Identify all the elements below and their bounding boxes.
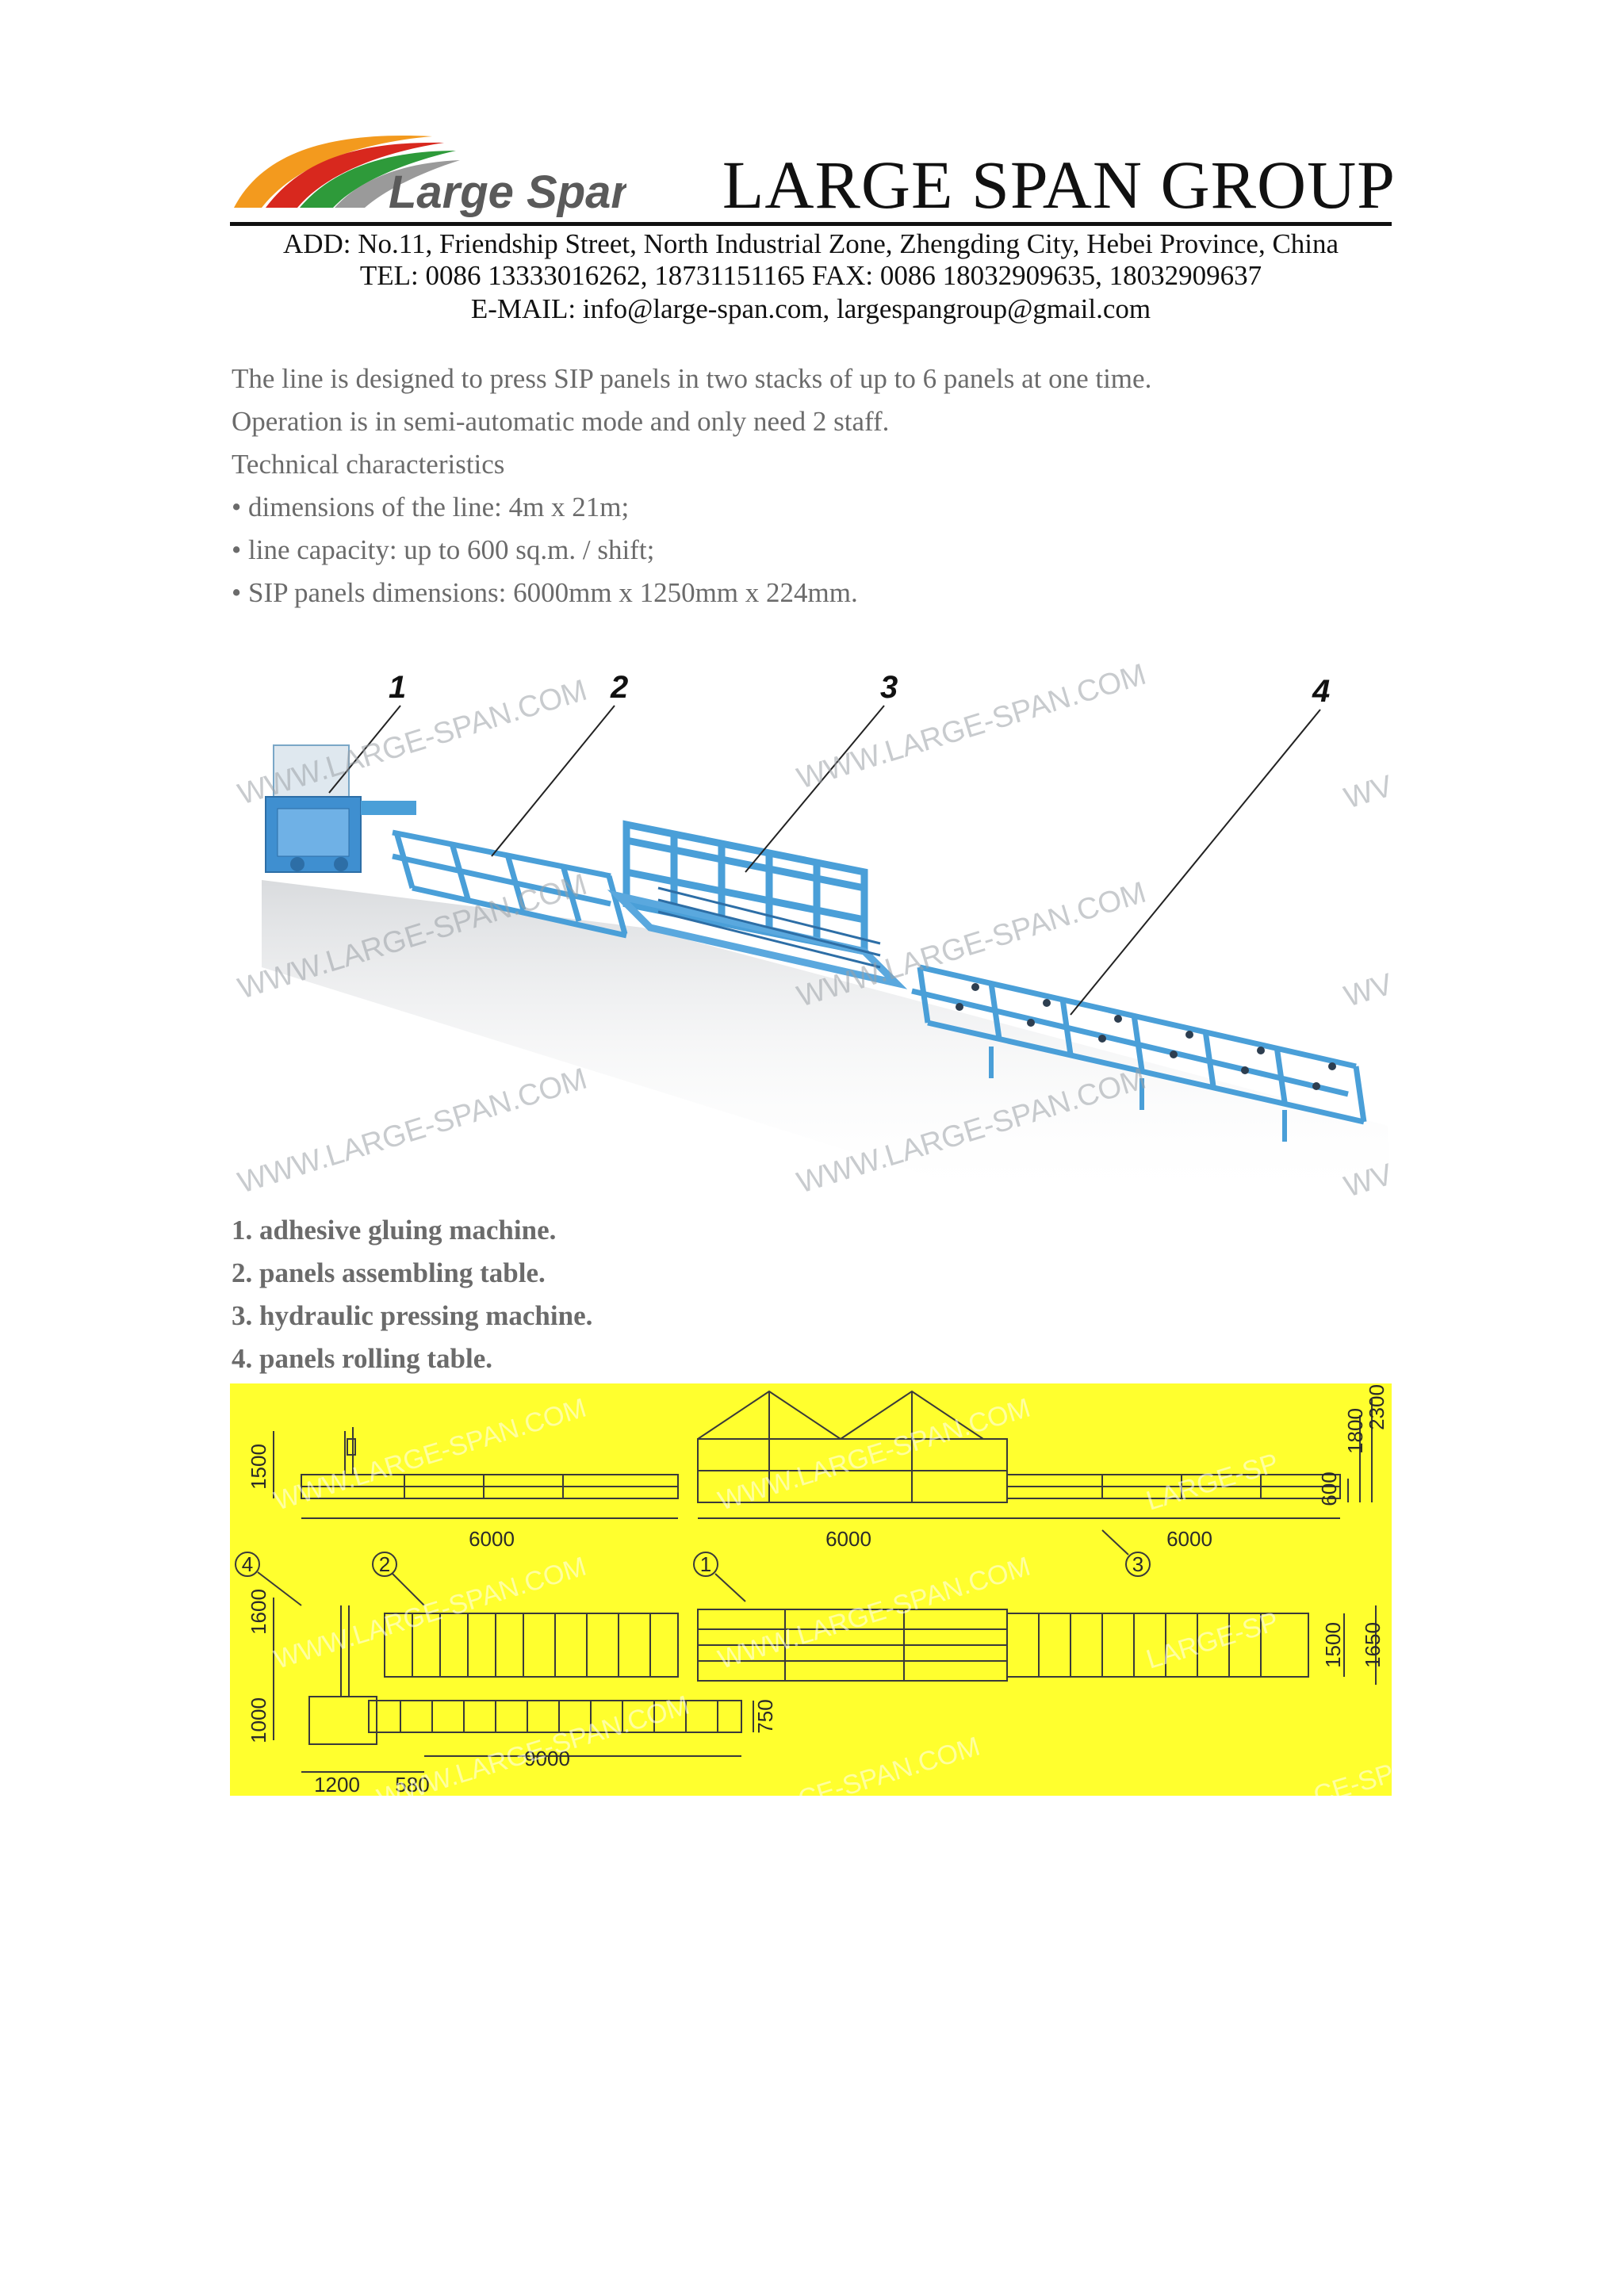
dim-1800: 1800: [1343, 1408, 1367, 1454]
intro-line-1: The line is designed to press SIP panels…: [232, 363, 1152, 394]
drawing-watermark: WWW.LARGE-SPAN.COM: [714, 1393, 1033, 1517]
spec-bullet-2: • line capacity: up to 600 sq.m. / shift…: [232, 534, 655, 565]
elevation-gluing-machine: [344, 1427, 354, 1475]
plan-rolling-table: [1006, 1613, 1309, 1678]
dim-600: 600: [1317, 1471, 1341, 1506]
render-watermark-partial: WV: [1340, 769, 1392, 815]
dim-750: 750: [753, 1699, 777, 1733]
dim-9000: 9000: [524, 1747, 570, 1770]
dim-1650: 1650: [1361, 1622, 1385, 1668]
dim-580: 580: [395, 1773, 429, 1796]
intro-line-3: Technical characteristics: [232, 449, 505, 480]
layout-drawing: 4 2 1 3 6000 6000 6000 9000 1200 580 150…: [230, 1383, 1392, 1796]
press-mesh: [657, 886, 881, 969]
dim-6000-a: 6000: [469, 1527, 515, 1551]
callout-4: 4: [1312, 674, 1330, 709]
render-watermark-partial: WV: [1340, 967, 1392, 1013]
plan-gluing-machine: [308, 1696, 377, 1745]
address-line: ADD: No.11, Friendship Street, North Ind…: [282, 228, 1339, 259]
rolling-table-rollers: [956, 983, 1336, 1090]
gluing-machine: [265, 744, 416, 873]
marker-3: 3: [1132, 1552, 1143, 1576]
drawing-watermark-tail-2: -CE-SPAN.COM: [786, 1732, 983, 1796]
dim-1500-left: 1500: [247, 1444, 270, 1490]
render-watermark: WWW.LARGE-SPAN.COM: [793, 658, 1150, 796]
logo-text: Large Span: [389, 166, 626, 218]
intro-line-2: Operation is in semi-automatic mode and …: [232, 406, 890, 437]
legend-item-4: 4. panels rolling table.: [232, 1343, 492, 1374]
dim-1500-right: 1500: [1321, 1622, 1345, 1668]
marker-2: 2: [379, 1552, 390, 1576]
render-watermark: WWW.LARGE-SPAN.COM: [234, 1062, 591, 1200]
dim-1200: 1200: [314, 1773, 360, 1796]
dim-6000-b: 6000: [825, 1527, 871, 1551]
large-span-logo: Large Span: [234, 136, 626, 218]
company-title: LARGE SPAN GROUP: [722, 147, 1396, 223]
assembling-table: [392, 829, 628, 939]
drawing-watermark-tail: LARGE-SP: [1143, 1448, 1282, 1517]
phone-fax-line: TEL: 0086 13333016262, 18731151165 FAX: …: [359, 260, 1262, 291]
plan-assembling-table: [384, 1613, 679, 1678]
legend-item-1: 1. adhesive gluing machine.: [232, 1215, 557, 1246]
header-divider: [230, 222, 1392, 226]
plan-feed-table: [368, 1700, 742, 1733]
spec-bullet-3: • SIP panels dimensions: 6000mm x 1250mm…: [232, 577, 858, 608]
drawing-watermark: WWW.LARGE-SPAN.COM: [373, 1690, 692, 1796]
legend-item-2: 2. panels assembling table.: [232, 1257, 546, 1288]
render-watermark: WWW.LARGE-SPAN.COM: [234, 674, 591, 812]
callout-3: 3: [880, 670, 898, 705]
callout-2: 2: [610, 670, 628, 705]
marker-4: 4: [242, 1552, 253, 1576]
dim-1000: 1000: [247, 1697, 270, 1743]
dim-6000-c: 6000: [1166, 1527, 1212, 1551]
production-line-render: 1 2 3 4 WWW.LARGE-SPAN.COM WWW.LARGE-SPA…: [230, 634, 1392, 1213]
drawing-watermark: WWW.LARGE-SPAN.COM: [714, 1552, 1033, 1675]
dim-2300: 2300: [1365, 1384, 1388, 1430]
callout-lines: [328, 705, 1321, 1016]
rolling-table: [911, 964, 1367, 1142]
spec-bullet-1: • dimensions of the line: 4m x 21m;: [232, 492, 630, 522]
marker-1: 1: [700, 1552, 711, 1576]
dim-1600: 1600: [247, 1589, 270, 1635]
drawing-watermark-tail-3: -CE-SP: [1301, 1758, 1392, 1796]
email-line: E-MAIL: info@large-span.com, largespangr…: [470, 293, 1151, 324]
legend-item-3: 3. hydraulic pressing machine.: [232, 1300, 593, 1331]
callout-1: 1: [389, 670, 406, 705]
